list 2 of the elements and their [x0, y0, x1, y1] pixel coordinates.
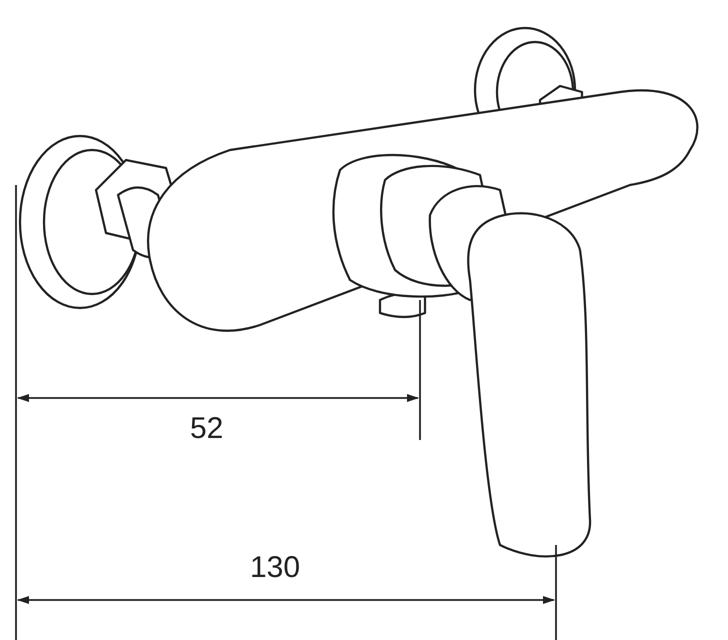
- dimension-value: 52: [190, 414, 224, 444]
- dimension-value: 130: [250, 553, 300, 583]
